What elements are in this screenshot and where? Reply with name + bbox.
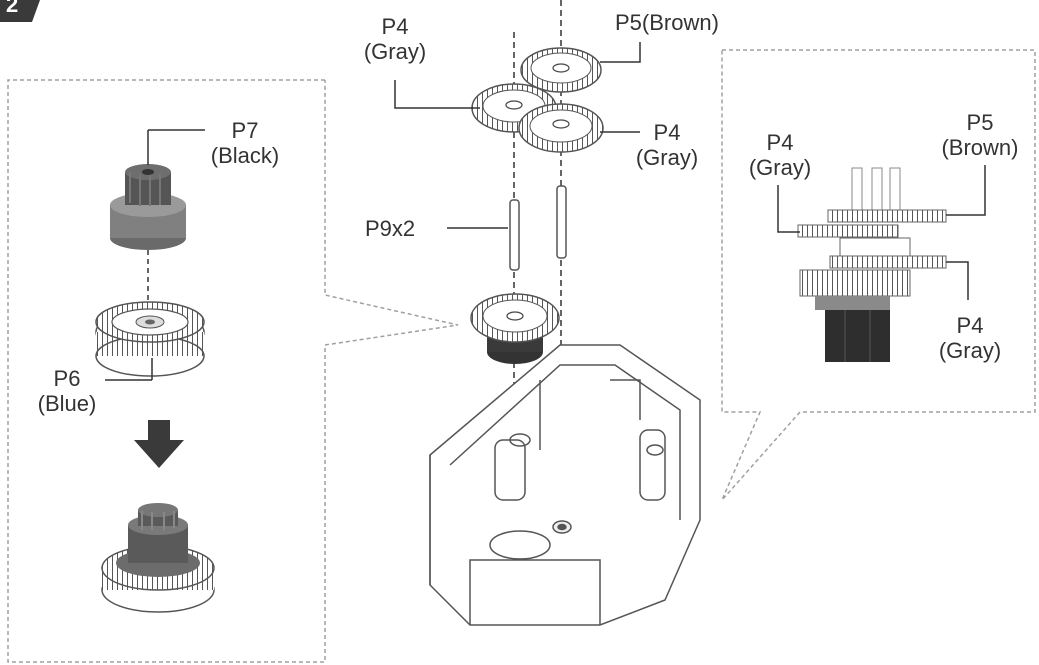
label-p5-top: P5(Brown) (615, 10, 765, 35)
label-p4-mid-name: P4 (653, 120, 681, 145)
gearbox-housing (429, 344, 701, 626)
step-badge (0, 0, 40, 22)
label-p4-top: P4 (Gray) (355, 14, 435, 64)
label-p7-name: P7 (231, 118, 259, 143)
p4-mid-gear-part (518, 103, 604, 153)
detail-p4-left-leader (777, 185, 800, 233)
label-detail-p4-left-name: P4 (766, 130, 794, 155)
label-detail-p4-left: P4 (Gray) (740, 130, 820, 180)
label-detail-p5: P5 (Brown) (930, 110, 1030, 160)
detail-p5-leader (946, 165, 986, 216)
step-number: 2 (6, 0, 19, 17)
label-detail-p5-name: P5 (966, 110, 994, 135)
label-p5-top-text: P5(Brown) (615, 10, 719, 35)
right-callout-box (721, 49, 1036, 501)
side-view-stack (797, 167, 947, 362)
label-p7-color: (Black) (210, 143, 280, 168)
label-p4-top-name: P4 (381, 14, 409, 39)
label-detail-p4-bottom-color: (Gray) (938, 338, 1002, 363)
step-number-badge: 2 (0, 0, 38, 22)
label-p7: P7 (Black) (205, 118, 285, 168)
p6-gear-part (95, 301, 205, 377)
label-detail-p4-bottom: P4 (Gray) (930, 313, 1010, 363)
detail-p4-bottom-leader (946, 261, 969, 300)
assembly-arrow-icon (134, 420, 184, 468)
p7-gear-part (110, 164, 186, 250)
p4-top-leader-line (394, 80, 480, 109)
label-p9-text: P9x2 (365, 216, 416, 241)
left-callout-box (7, 79, 459, 663)
p9-pins (509, 185, 567, 271)
center-compound-gear (470, 293, 560, 364)
label-detail-p5-color: (Brown) (941, 135, 1019, 160)
label-p6-color: (Blue) (37, 391, 97, 416)
p5-top-leader-line (600, 42, 641, 63)
label-detail-p4-left-color: (Gray) (748, 155, 812, 180)
p5-gear-part (520, 47, 602, 93)
label-p4-mid-color: (Gray) (635, 145, 699, 170)
label-p6-name: P6 (53, 366, 81, 391)
label-p6: P6 (Blue) (30, 366, 104, 416)
label-p4-top-color: (Gray) (363, 39, 427, 64)
label-detail-p4-bottom-name: P4 (956, 313, 984, 338)
label-p4-mid: P4 (Gray) (628, 120, 706, 170)
label-p9: P9x2 (365, 216, 445, 241)
combined-gear-part (101, 503, 215, 613)
